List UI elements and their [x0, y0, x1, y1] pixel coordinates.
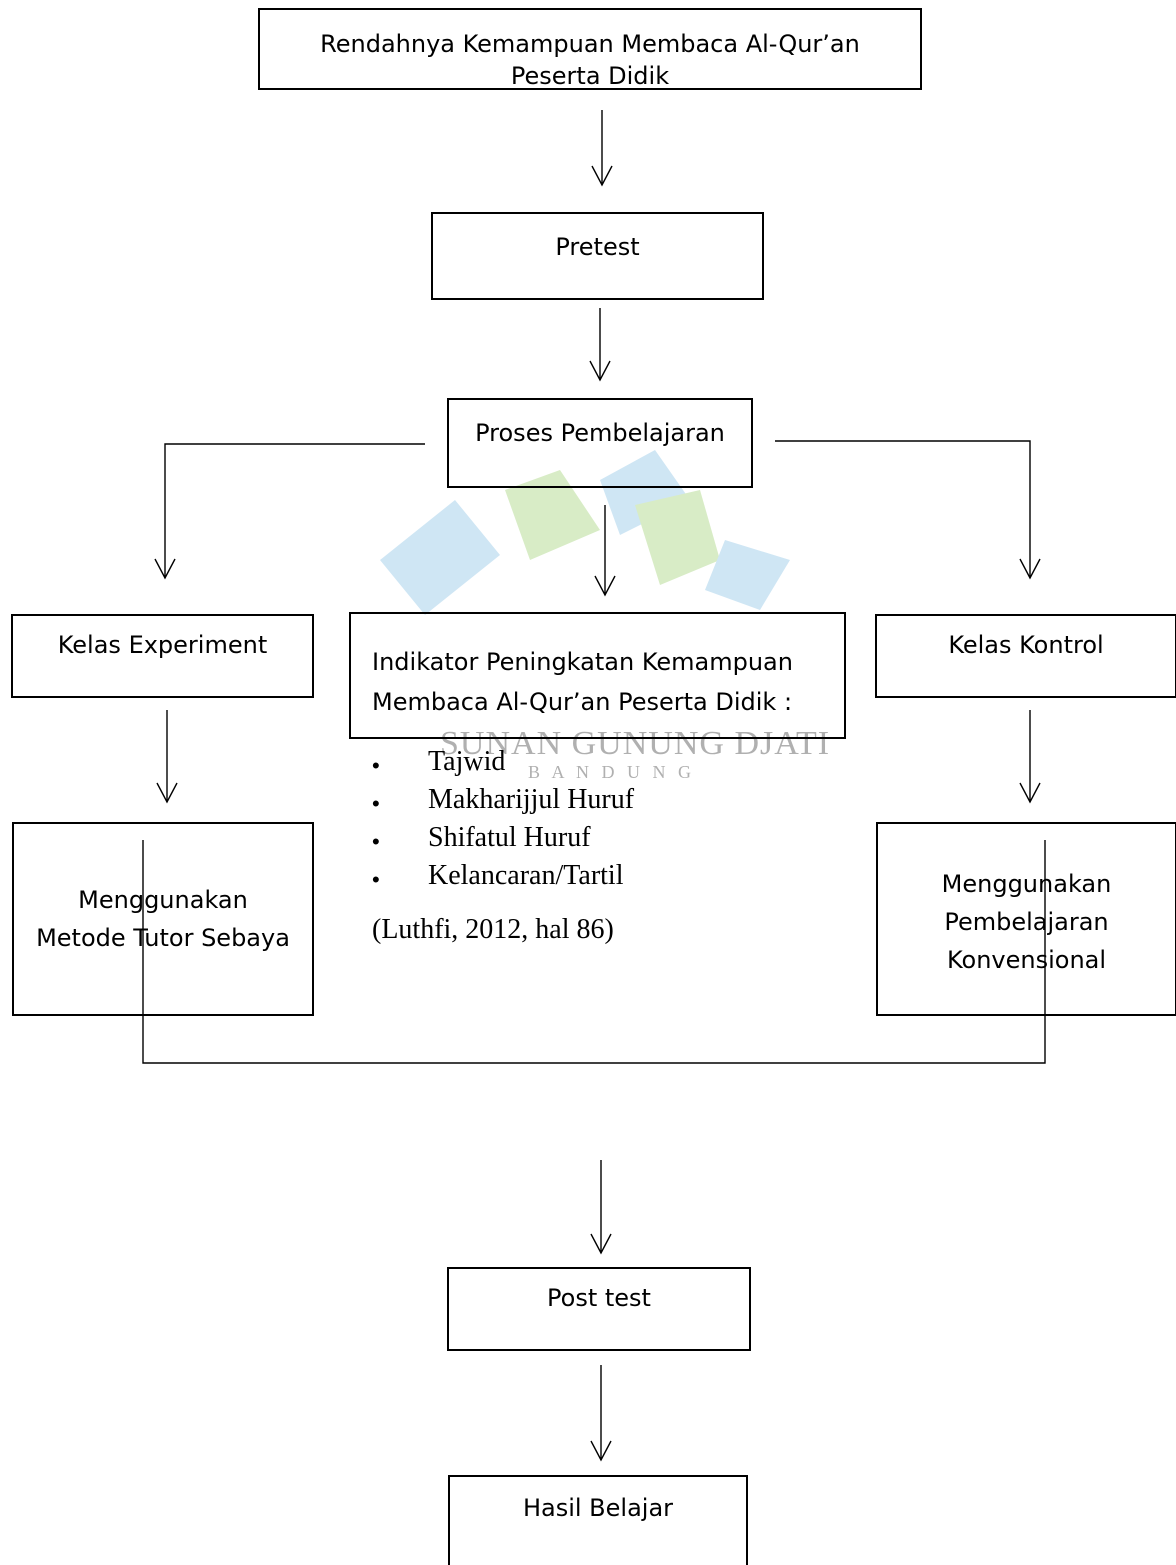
bullet-icon: •: [372, 791, 380, 816]
watermark-tile-center-right: [635, 490, 720, 585]
result-box: Hasil Belajar: [448, 1475, 748, 1565]
connector-merge: [142, 840, 1046, 1064]
arrowhead-control: [1019, 558, 1041, 580]
indicators-container: [349, 612, 846, 739]
control-box: Kelas Kontrol: [875, 614, 1176, 698]
watermark-tile-center: [600, 450, 690, 535]
bullet-icon: •: [372, 829, 380, 854]
watermark-text-line2: B A N D U N G: [528, 762, 696, 782]
arrowhead-process: [589, 360, 611, 382]
experiment-label: Kelas Experiment: [57, 631, 268, 659]
indicators-heading-line1: Indikator Peningkatan Kemampuan: [372, 648, 793, 676]
pretest-label: Pretest: [555, 233, 640, 261]
connector-process-control: [775, 440, 1031, 578]
arrowhead-result: [590, 1440, 612, 1462]
experiment-method-box: Menggunakan Metode Tutor Sebaya: [12, 822, 314, 1016]
control-method-box: Menggunakan Pembelajaran Konvensional: [876, 822, 1176, 1016]
indicator-item-kelancaran: Kelancaran/Tartil: [428, 860, 624, 891]
watermark-tile-left: [380, 500, 500, 615]
bullet-icon: •: [372, 753, 380, 778]
watermark-tile-center-left: [505, 470, 600, 560]
result-label: Hasil Belajar: [522, 1494, 674, 1522]
experiment-box: Kelas Experiment: [11, 614, 314, 698]
control-method-line1: Menggunakan: [941, 870, 1112, 898]
experiment-method-line2: Metode Tutor Sebaya: [36, 924, 290, 952]
indicator-item-shifatul: Shifatul Huruf: [428, 822, 591, 853]
arrowhead-pretest: [591, 165, 613, 187]
indicators-heading-line2: Membaca Al-Qur’an Peserta Didik :: [372, 688, 793, 716]
problem-label: Rendahnya Kemampuan Membaca Al-Qur’an Pe…: [320, 30, 860, 90]
arrowhead-experiment-method: [156, 782, 178, 804]
posttest-label: Post test: [547, 1284, 651, 1312]
arrowhead-posttest: [590, 1233, 612, 1255]
control-label: Kelas Kontrol: [948, 631, 1104, 659]
control-method-line3: Konvensional: [946, 946, 1107, 974]
control-method-line2: Pembelajaran: [944, 908, 1109, 936]
process-label: Proses Pembelajaran: [475, 419, 725, 447]
indicator-item-tajwid: Tajwid: [428, 746, 506, 777]
connector-process-experiment: [164, 443, 425, 578]
posttest-box: Post test: [447, 1267, 751, 1351]
bullet-icon: •: [372, 867, 380, 892]
indicators-citation: (Luthfi, 2012, hal 86): [372, 914, 614, 945]
watermark-text-line1: SUNAN GUNUNG DJATI: [440, 725, 831, 762]
arrowhead-experiment: [154, 558, 176, 580]
pretest-box: Pretest: [431, 212, 764, 300]
watermark-tile-right: [705, 540, 790, 610]
problem-box: Rendahnya Kemampuan Membaca Al-Qur’an Pe…: [258, 8, 922, 90]
indicator-item-makharijjul: Makharijjul Huruf: [428, 784, 635, 815]
process-box: Proses Pembelajaran: [447, 398, 753, 488]
arrowhead-control-method: [1019, 782, 1041, 804]
experiment-method-line1: Menggunakan: [78, 886, 248, 914]
arrowhead-indicators: [594, 575, 616, 597]
